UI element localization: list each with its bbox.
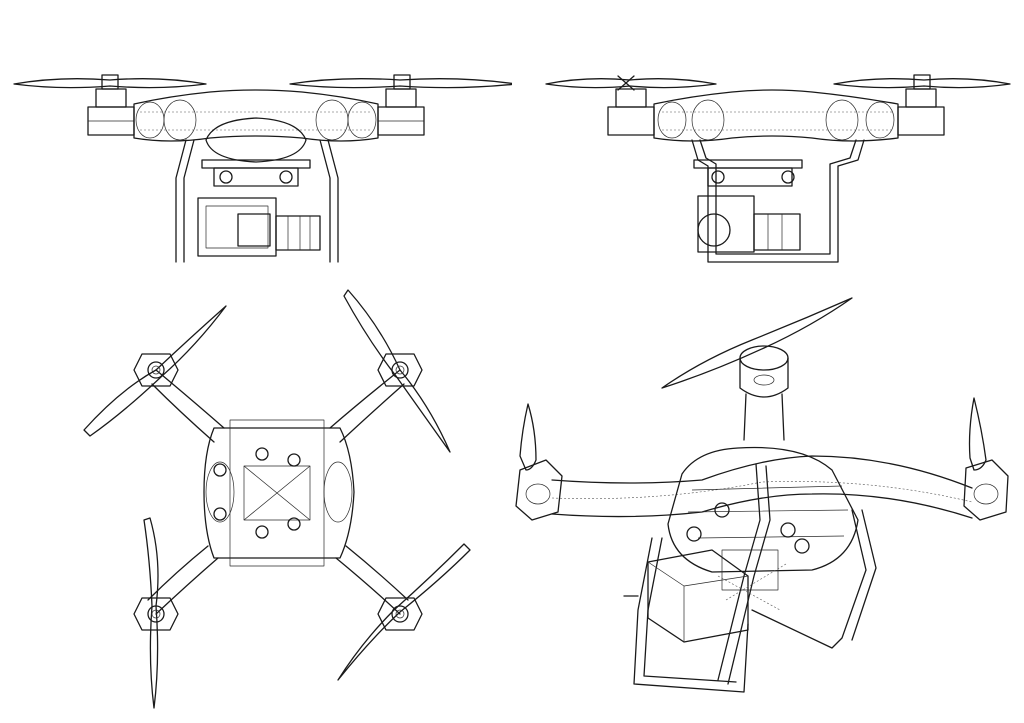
iso-right-propeller [968,397,987,471]
front-view-drawing [13,74,512,263]
side-body-shell [653,89,899,142]
isometric-view-drawing [515,297,1009,693]
front-right-propeller [289,74,512,90]
top-center-body [203,419,355,567]
top-arms [147,369,409,615]
side-left-propeller [545,75,717,91]
front-left-motor [87,88,135,136]
side-camera [697,195,801,253]
top-propeller-ne [343,289,451,453]
side-landing-gear [691,139,865,263]
isometric-view [512,280,1024,723]
side-right-propeller [833,74,1011,90]
front-gimbal-mount [201,159,311,187]
front-view [0,0,512,280]
iso-left-propeller [519,403,537,471]
top-propeller-sw [143,517,159,709]
front-right-motor [377,88,425,136]
top-motor-ne [377,353,423,387]
front-camera [197,197,321,257]
top-view-drawing [83,289,471,709]
top-motor-sw [133,597,179,631]
side-view-drawing [545,74,1011,263]
top-view [0,280,512,723]
iso-camera [647,549,787,643]
iso-left-motor [515,459,563,521]
front-body-shell [133,89,379,163]
top-propeller-nw [83,305,227,437]
front-landing-gear [175,139,339,263]
top-motor-se [377,597,423,631]
top-motor-nw [133,353,179,387]
iso-landing-gear [623,463,877,693]
side-view [512,0,1024,280]
iso-center-body [667,446,859,573]
iso-right-motor [963,459,1009,521]
iso-rear-propeller [661,297,853,389]
side-gimbal-mount [693,159,803,187]
iso-arms [551,455,973,519]
iso-rear-motor [739,345,789,441]
top-propeller-se [337,543,471,681]
front-left-propeller [13,74,207,90]
